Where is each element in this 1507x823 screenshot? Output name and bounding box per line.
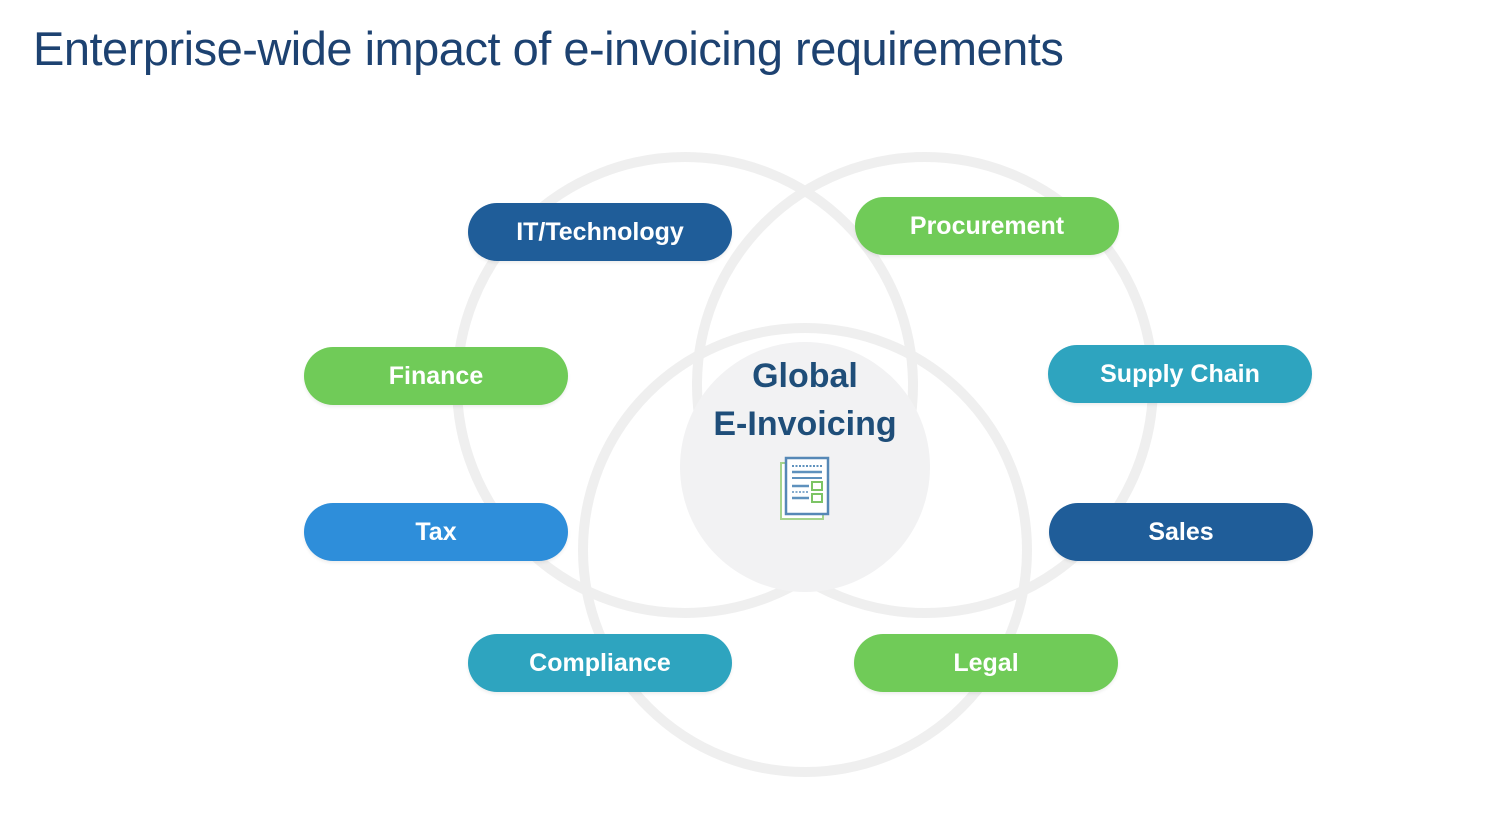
pill-label: Compliance xyxy=(529,648,671,677)
pill-label: Tax xyxy=(415,517,457,546)
pill-procurement: Procurement xyxy=(855,197,1119,255)
center-label-line2: E-Invoicing xyxy=(713,405,897,443)
pill-legal: Legal xyxy=(854,634,1118,692)
center-label: Global E-Invoicing xyxy=(655,352,955,448)
venn-circle-bottom xyxy=(578,323,1032,777)
pill-finance: Finance xyxy=(304,347,568,405)
pill-compliance: Compliance xyxy=(468,634,732,692)
pill-label: Procurement xyxy=(909,211,1065,240)
pill-label: Finance xyxy=(388,361,484,390)
pill-label: IT/Technology xyxy=(516,217,684,246)
slide-title: Enterprise-wide impact of e-invoicing re… xyxy=(33,22,1064,75)
pill-supply-chain: Supply Chain xyxy=(1048,345,1312,403)
pill-label: Sales xyxy=(1148,517,1214,546)
icon-checkbox xyxy=(811,481,823,491)
pill-label: Legal xyxy=(953,648,1019,677)
pill-sales: Sales xyxy=(1049,503,1313,561)
center-label-line1: Global xyxy=(752,357,858,395)
invoice-document-icon xyxy=(780,456,830,520)
pill-tax: Tax xyxy=(304,503,568,561)
icon-checkbox xyxy=(811,493,823,503)
pill-label: Supply Chain xyxy=(1100,359,1260,388)
pill-it-technology: IT/Technology xyxy=(468,203,732,261)
